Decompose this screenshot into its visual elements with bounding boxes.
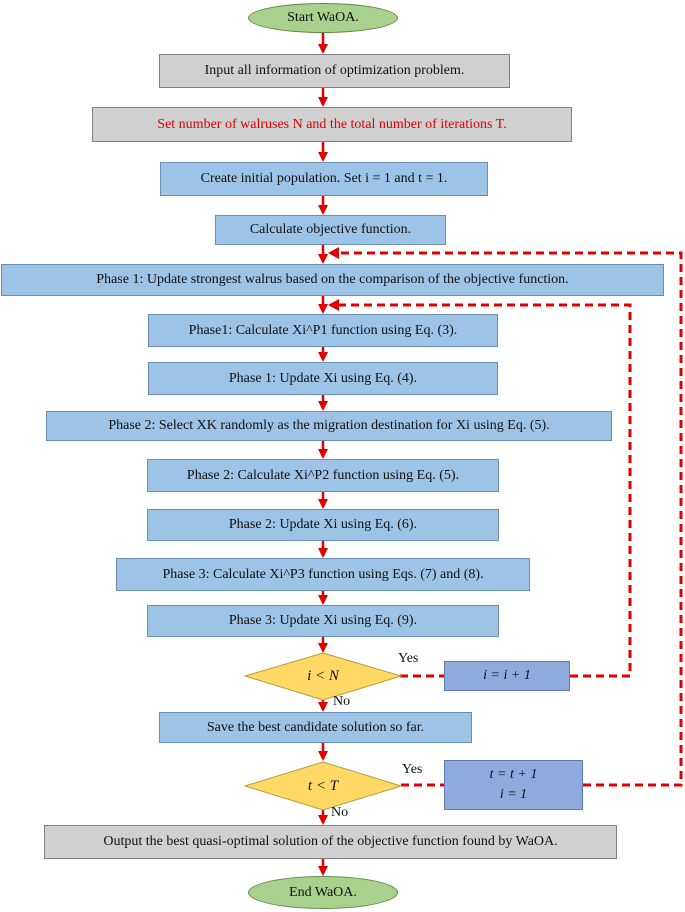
output-box: Output the best quasi-optimal solution o… bbox=[44, 825, 617, 859]
no-label-i: No bbox=[333, 694, 351, 709]
phase2-calc-label: Phase 2: Calculate Xi^P2 function using … bbox=[186, 467, 460, 483]
create-population-box: Create initial population. Set i = 1 and… bbox=[160, 162, 488, 196]
save-best-label: Save the best candidate solution so far. bbox=[206, 719, 425, 735]
dashed-loop-t bbox=[336, 251, 683, 787]
set-params-box: Set number of walruses N and the total n… bbox=[92, 107, 572, 142]
decision-i-label: i < N bbox=[307, 668, 339, 684]
create-population-label: Create initial population. Set i = 1 and… bbox=[200, 171, 448, 186]
phase3-calc-box: Phase 3: Calculate Xi^P3 function using … bbox=[116, 558, 530, 591]
input-label: Input all information of optimization pr… bbox=[204, 63, 465, 78]
start-terminal: Start WaOA. bbox=[248, 3, 398, 33]
set-params-label: Set number of walruses N and the total n… bbox=[157, 116, 507, 132]
decision-i: i < N bbox=[245, 653, 401, 700]
phase1-update-label: Phase 1: Update Xi using Eq. (4). bbox=[228, 370, 418, 386]
phase2-update-label: Phase 2: Update Xi using Eq. (6). bbox=[228, 517, 418, 532]
phase3-update-label: Phase 3: Update Xi using Eq. (9). bbox=[228, 613, 418, 628]
increment-t-line1: t = t + 1 bbox=[489, 767, 538, 782]
start-label: Start WaOA. bbox=[287, 10, 359, 25]
phase1-update-strongest-label: Phase 1: Update strongest walrus based o… bbox=[96, 272, 569, 287]
phase2-calc-box: Phase 2: Calculate Xi^P2 function using … bbox=[147, 459, 499, 492]
decision-t-label: t < T bbox=[307, 777, 339, 794]
phase1-update-box: Phase 1: Update Xi using Eq. (4). bbox=[148, 362, 498, 395]
yes-label-i: Yes bbox=[398, 651, 419, 666]
increment-i-label: i = i + 1 bbox=[483, 668, 531, 683]
end-terminal: End WaOA. bbox=[248, 876, 398, 909]
dashed-loop-i bbox=[335, 303, 632, 678]
phase1-calc-box: Phase1: Calculate Xi^P1 function using E… bbox=[148, 314, 498, 347]
phase1-update-strongest-box: Phase 1: Update strongest walrus based o… bbox=[1, 264, 664, 296]
calc-objective-label: Calculate objective function. bbox=[249, 222, 412, 237]
output-label: Output the best quasi-optimal solution o… bbox=[103, 834, 558, 849]
decision-t-diamond bbox=[243, 761, 403, 811]
phase3-update-box: Phase 3: Update Xi using Eq. (9). bbox=[147, 605, 499, 637]
decision-t: t < T bbox=[245, 762, 401, 810]
decision-i-diamond bbox=[243, 652, 403, 701]
increment-i-box: i = i + 1 bbox=[444, 661, 570, 691]
calc-objective-box: Calculate objective function. bbox=[215, 215, 446, 245]
phase3-calc-label: Phase 3: Calculate Xi^P3 function using … bbox=[162, 566, 484, 582]
increment-t-box: t = t + 1 i = 1 bbox=[444, 760, 583, 810]
phase2-select-box: Phase 2: Select XK randomly as the migra… bbox=[46, 411, 612, 441]
save-best-box: Save the best candidate solution so far. bbox=[159, 712, 472, 743]
phase2-select-label: Phase 2: Select XK randomly as the migra… bbox=[108, 418, 550, 433]
no-label-t: No bbox=[331, 805, 349, 820]
end-label: End WaOA. bbox=[289, 884, 357, 900]
input-box: Input all information of optimization pr… bbox=[159, 54, 510, 88]
increment-t-line2: i = 1 bbox=[499, 787, 528, 802]
arrowhead-loop-t bbox=[328, 247, 339, 259]
arrowhead-loop-i bbox=[328, 299, 339, 311]
phase2-update-box: Phase 2: Update Xi using Eq. (6). bbox=[147, 509, 499, 541]
yes-label-t: Yes bbox=[402, 762, 423, 777]
phase1-calc-label: Phase1: Calculate Xi^P1 function using E… bbox=[188, 322, 458, 338]
